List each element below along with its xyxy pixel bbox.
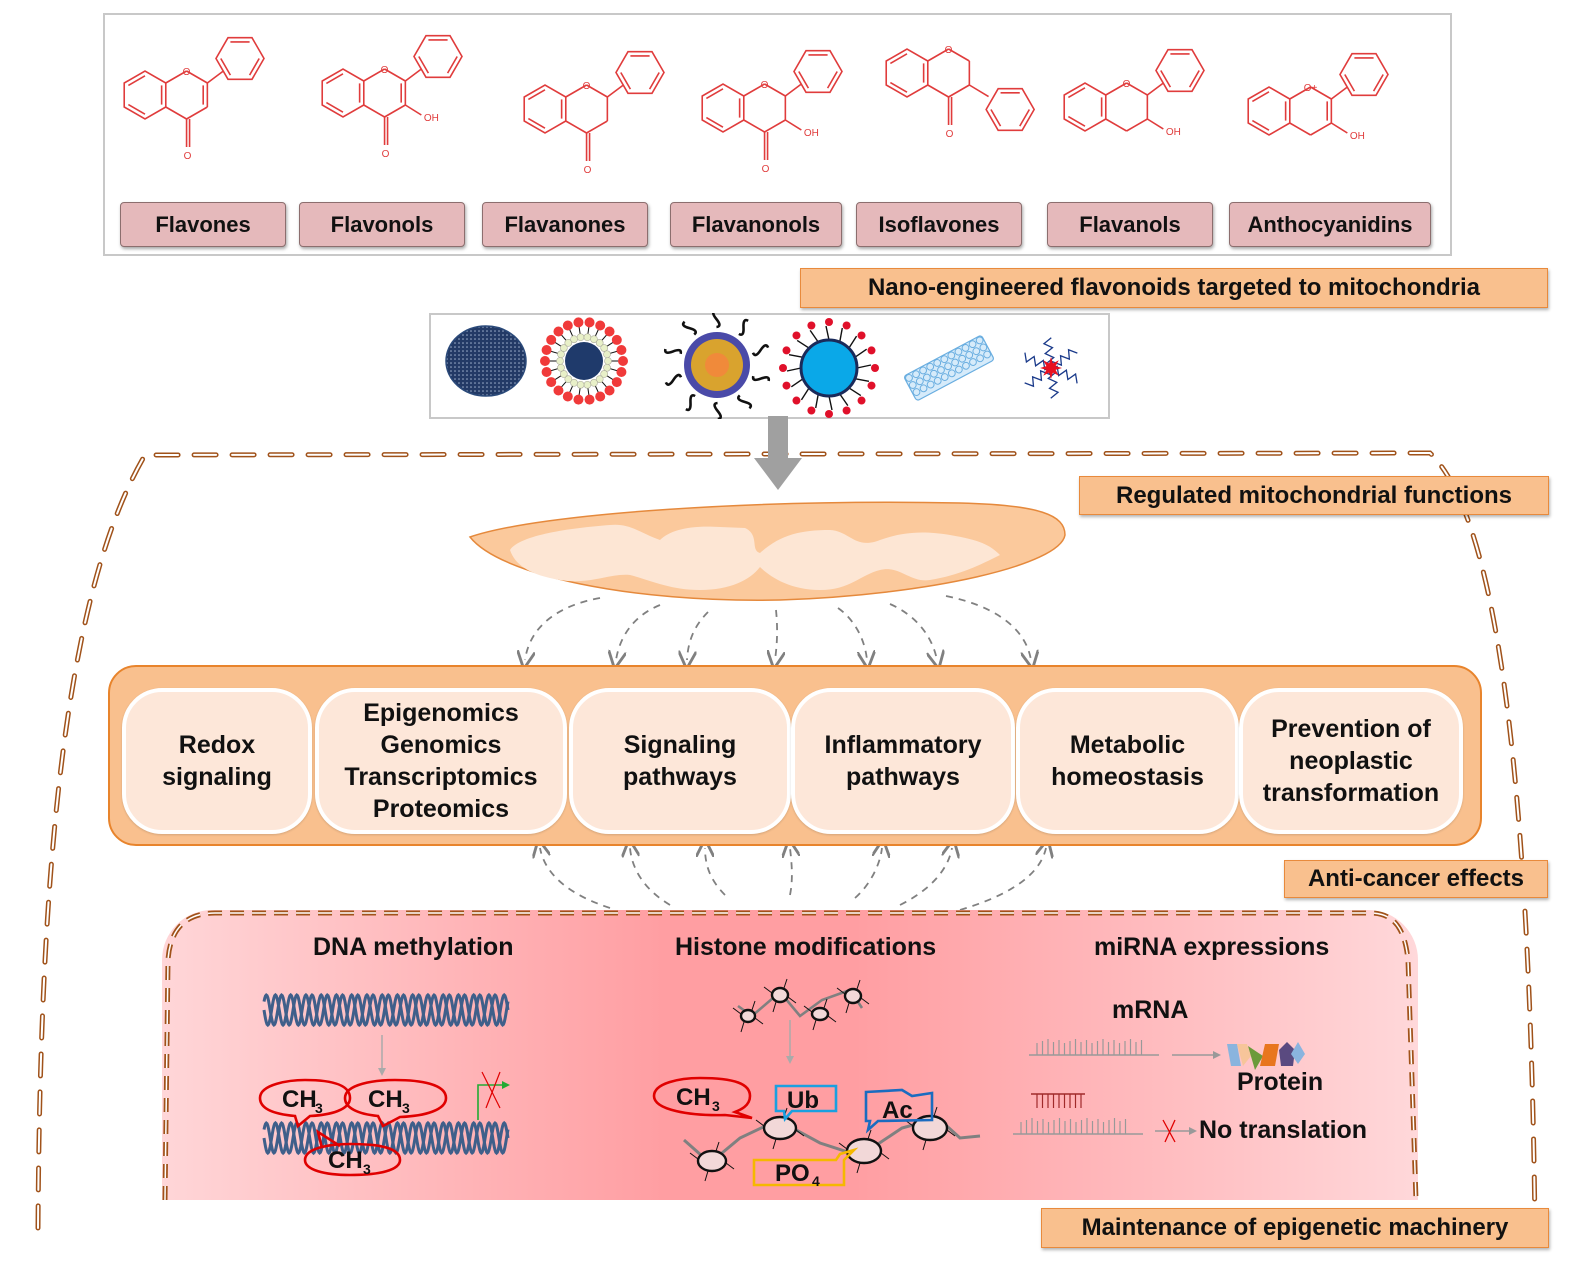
ring-oxygen-label: O <box>761 80 769 91</box>
translation-blocked-icon <box>1162 1119 1176 1143</box>
nanoparticle-icon <box>445 325 527 397</box>
mrna-label: mRNA <box>1112 996 1189 1024</box>
chromatin-modified-icon <box>683 1106 981 1182</box>
svg-text:CH: CH <box>282 1086 317 1113</box>
carbonyl-oxygen-label: O <box>184 151 192 162</box>
svg-text:3: 3 <box>315 1100 323 1116</box>
svg-text:3: 3 <box>712 1098 720 1114</box>
carbon-nanotube-icon <box>904 335 994 401</box>
epigenetic-maintenance-label: Maintenance of epigenetic machinery <box>1041 1208 1549 1248</box>
flavanonols-label: Flavanonols <box>691 211 821 237</box>
isoflavones-button[interactable]: Isoflavones <box>856 202 1022 247</box>
dna-methylation-diagram: CH 3 CH 3 CH 3 <box>258 992 510 1177</box>
b-ring <box>215 36 265 81</box>
dendrimer-icon <box>779 318 879 418</box>
flavonols-button[interactable]: Flavonols <box>299 202 465 247</box>
svg-text:CH: CH <box>676 1084 711 1111</box>
b-ring <box>615 50 665 95</box>
no-translation-label: No translation <box>1199 1116 1368 1144</box>
dna-helix-icon <box>262 992 510 1028</box>
ring-oxygen-label: O+ <box>1304 83 1318 94</box>
hydroxyl-label: OH <box>424 113 439 124</box>
flavanols-button[interactable]: Flavanols <box>1047 202 1213 247</box>
flavonoid-structures: O O O O OH O O O O OH O O O OH O+ OH <box>123 34 1389 176</box>
mrna-strand-bound-icon <box>1013 1118 1143 1135</box>
nano-engineered-label: Nano-engineered flavonoids targeted to m… <box>800 268 1548 308</box>
nanogel-icon <box>1024 337 1078 399</box>
anthocyanidins-button[interactable]: Anthocyanidins <box>1229 202 1431 247</box>
svg-text:3: 3 <box>363 1161 371 1177</box>
ring-oxygen-label: O <box>1123 79 1131 90</box>
carbonyl-oxygen-label: O <box>762 164 770 175</box>
dna-methylation-title: DNA methylation <box>313 933 514 961</box>
a-ring <box>123 70 167 120</box>
hydroxyl-label: OH <box>1350 131 1365 142</box>
methyl-bubble-icon: CH 3 <box>343 1078 448 1128</box>
svg-text:4: 4 <box>812 1173 820 1189</box>
b-ring <box>1339 52 1389 97</box>
b-ring <box>413 34 463 79</box>
polymeric-micelle-icon <box>663 313 771 419</box>
histone-modifications-diagram: CH 3 Ub Ac PO 4 <box>652 978 981 1189</box>
methyl-bubble-icon: CH 3 <box>303 1129 402 1177</box>
b-ring <box>793 49 843 94</box>
protein-icon <box>1227 1042 1305 1070</box>
flavanones-label: Flavanones <box>504 211 626 237</box>
ring-oxygen-label: O <box>945 45 953 56</box>
histone-modifications-title: Histone modifications <box>675 933 937 961</box>
anti-cancer-label: Anti-cancer effects <box>1284 860 1548 898</box>
flavonols-label: Flavonols <box>330 211 434 237</box>
svg-text:PO: PO <box>775 1160 810 1187</box>
svg-text:CH: CH <box>328 1147 363 1174</box>
flavanones-button[interactable]: Flavanones <box>482 202 648 247</box>
svg-text:CH: CH <box>368 1086 403 1113</box>
hydroxyl-label: OH <box>804 128 819 139</box>
mitochondrion-icon <box>468 501 1066 601</box>
protein-label: Protein <box>1237 1068 1324 1096</box>
isoflavones-label: Isoflavones <box>878 211 1000 237</box>
flavones-label: Flavones <box>155 211 251 237</box>
anthocyanidins-label: Anthocyanidins <box>1247 211 1413 237</box>
acetyl-mark-bubble: Ac <box>864 1088 934 1134</box>
mirna-diagram <box>1013 1039 1305 1143</box>
flavanonols-button[interactable]: Flavanonols <box>670 202 842 247</box>
phosphate-mark-bubble: PO 4 <box>752 1147 859 1189</box>
methyl-bubble-icon: CH 3 <box>258 1078 352 1129</box>
b-ring <box>1155 48 1205 93</box>
blocked-transcription-icon <box>477 1071 510 1120</box>
hydroxyl-label: OH <box>1166 127 1181 138</box>
regulated-functions-label: Regulated mitochondrial functions <box>1079 476 1549 515</box>
ubiquitin-mark-bubble: Ub <box>774 1084 838 1123</box>
ring-oxygen-label: O <box>381 65 389 76</box>
b-ring <box>985 87 1036 132</box>
mirna-strand-icon <box>1031 1093 1085 1108</box>
ring-oxygen-label: O <box>583 81 591 92</box>
mrna-strand-icon <box>1029 1039 1159 1056</box>
ring-oxygen-label: O <box>183 67 191 78</box>
liposome-icon <box>540 317 628 405</box>
flavanols-label: Flavanols <box>1079 211 1181 237</box>
down-arrow-icon <box>754 416 802 490</box>
carbonyl-oxygen-label: O <box>382 149 390 160</box>
svg-text:Ac: Ac <box>882 1097 913 1124</box>
dna-helix-methylated-icon <box>262 1120 510 1156</box>
carbonyl-oxygen-label: O <box>946 129 954 140</box>
svg-text:Ub: Ub <box>787 1087 819 1114</box>
svg-text:3: 3 <box>402 1100 410 1116</box>
chromatin-icon <box>732 978 870 1033</box>
nanocarrier-icons <box>445 313 1078 419</box>
carbonyl-oxygen-label: O <box>584 165 592 176</box>
mirna-expressions-title: miRNA expressions <box>1094 933 1330 961</box>
methyl-mark-bubble: CH 3 <box>652 1076 753 1120</box>
nanocarrier-panel <box>429 313 1110 419</box>
flavones-button[interactable]: Flavones <box>120 202 286 247</box>
